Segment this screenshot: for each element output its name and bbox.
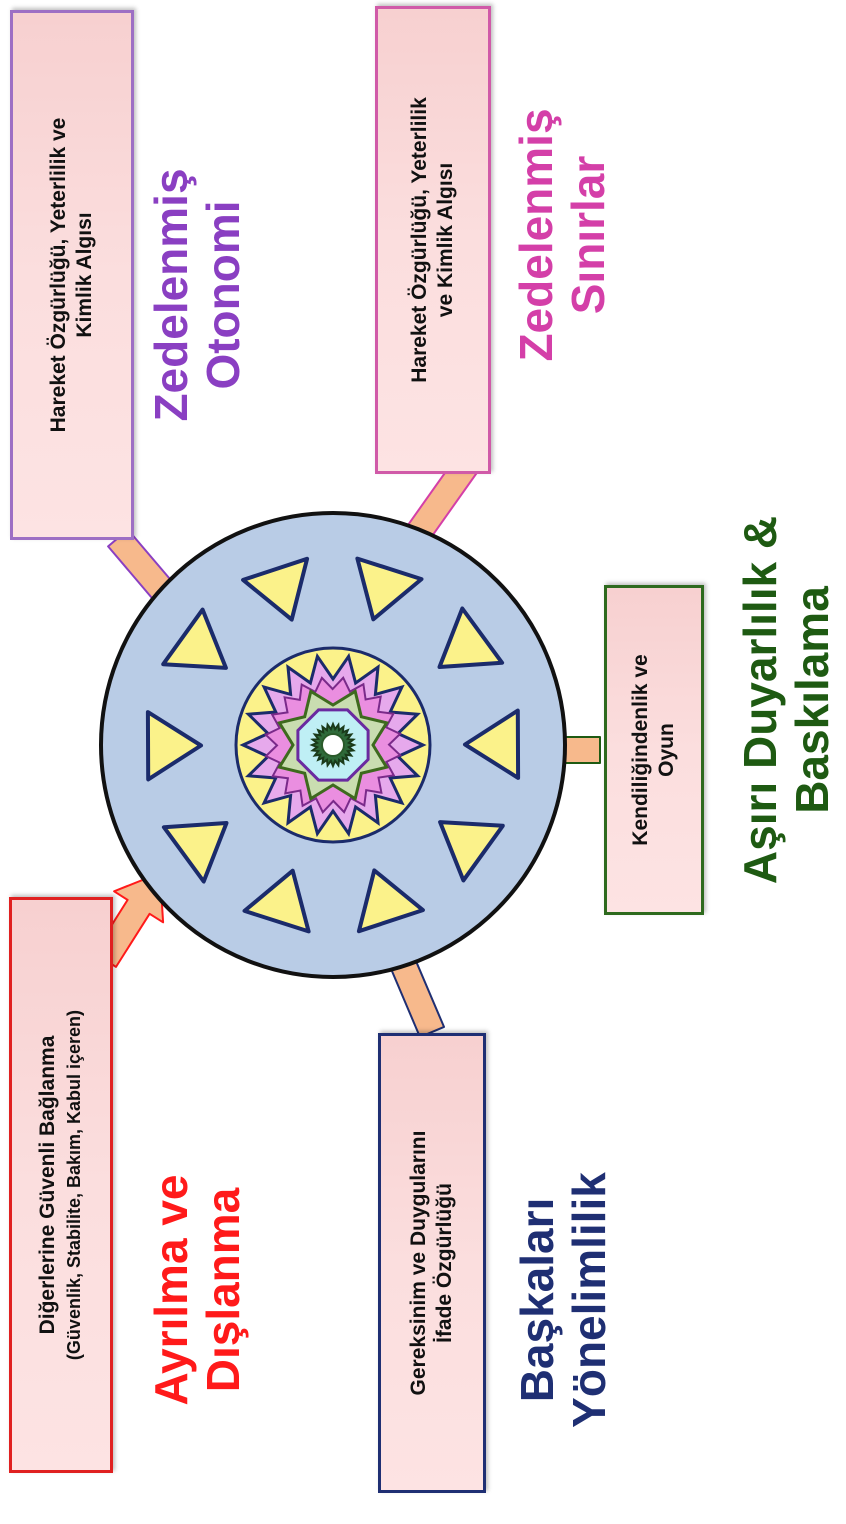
outer-triangle [356, 868, 425, 934]
heading-line: Sınırlar [562, 155, 614, 315]
heading-line: Zedelenmiş [145, 168, 197, 422]
outer-triangle [463, 708, 521, 780]
outer-triangle [161, 821, 229, 884]
heading-line: Ayrılma ve [145, 1174, 197, 1406]
box-line: Kendiliğindenlik ve [629, 654, 652, 846]
heading-disconnection-rejection: Ayrılma ve Dışlanma [145, 1175, 249, 1406]
box-line: Hareket Özgürlüğü, Yeterlilik [408, 97, 431, 383]
box-freedom-competence-right: Hareket Özgürlüğü, Yeterlilik ve Kimlik … [375, 6, 491, 474]
outer-triangles [145, 556, 521, 934]
box-line: ve Kimlik Algısı [434, 162, 457, 318]
box-line: İfade Özgürlüğü [433, 1183, 456, 1343]
box-expression-freedom: Gereksinim ve Duygularını İfade Özgürlüğ… [378, 1033, 486, 1493]
outer-triangle [161, 607, 228, 670]
heading-line: Başkaları [511, 1197, 563, 1403]
heading-other-directedness: Başkaları Yönelimlilik [511, 1172, 615, 1428]
box-secure-attachment: Diğerlerine Güvenli Bağlanma (Güvenlik, … [9, 897, 113, 1473]
outer-triangle [242, 868, 311, 934]
heading-line: Dışlanma [197, 1187, 249, 1393]
box-spontaneity-play: Kendiliğindenlik ve Oyun [604, 585, 704, 915]
heading-line: Yönelimlilik [563, 1172, 615, 1428]
outer-triangle [438, 820, 505, 883]
heading-impaired-autonomy: Zedelenmiş Otonomi [145, 168, 249, 421]
heading-line: Zedelenmiş [510, 108, 562, 362]
box-line: Oyun [655, 723, 678, 777]
heading-impaired-limits: Zedelenmiş Sınırlar [510, 108, 614, 361]
heading-line: Otonomi [197, 200, 249, 390]
outer-triangle [241, 556, 310, 622]
box-line: Gereksinim ve Duygularını [407, 1130, 430, 1396]
outer-triangle [437, 606, 505, 669]
outer-triangle [355, 556, 424, 622]
heading-line: Aşırı Duyarlılık & [734, 515, 786, 885]
box-freedom-competence-left: Hareket Özgürlüğü, Yeterlilik ve Kimlik … [10, 10, 134, 540]
heading-overvigilance-inhibition: Aşırı Duyarlılık & Baskılama [734, 516, 838, 884]
outer-triangle [145, 710, 203, 782]
heading-line: Baskılama [786, 586, 838, 814]
center-hole [321, 733, 345, 757]
box-line: Diğerlerine Güvenli Bağlanma [36, 1035, 59, 1335]
box-line: (Güvenlik, Stabilite, Bakım, Kabul içere… [64, 1009, 84, 1361]
box-line: Hareket Özgürlüğü, Yeterlilik ve [47, 117, 70, 433]
box-line: Kimlik Algısı [73, 212, 96, 338]
